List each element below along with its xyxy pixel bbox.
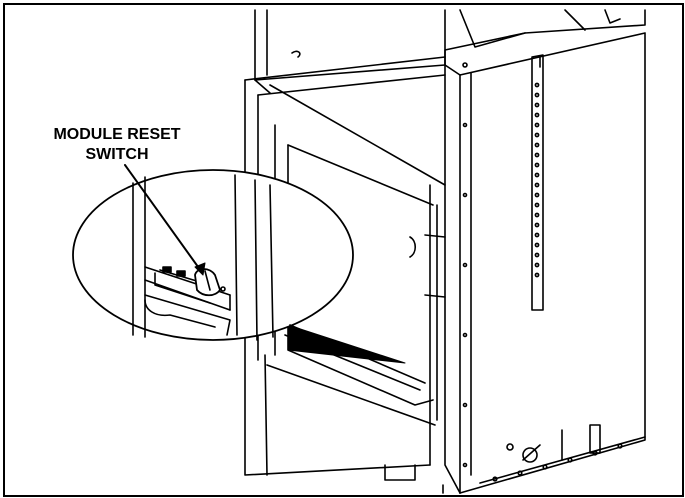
callout-line-1: MODULE RESET (53, 126, 181, 143)
reset-switch (162, 266, 226, 297)
top-housing (254, 9, 646, 94)
main-body (444, 32, 646, 494)
detail-magnifier (72, 169, 354, 341)
firebox-shadow (287, 324, 406, 364)
hanging-strap (531, 54, 544, 311)
fireplace-diagram (72, 9, 646, 494)
callout-line-2: SWITCH (85, 146, 149, 163)
module-reset-switch-label: MODULE RESET SWITCH (27, 125, 207, 165)
illustration-frame: MODULE RESET SWITCH (3, 3, 684, 497)
callout-leader (124, 164, 206, 276)
control-panel (384, 424, 646, 494)
magnifier-connectors (284, 324, 426, 391)
flange-screws (462, 62, 468, 468)
